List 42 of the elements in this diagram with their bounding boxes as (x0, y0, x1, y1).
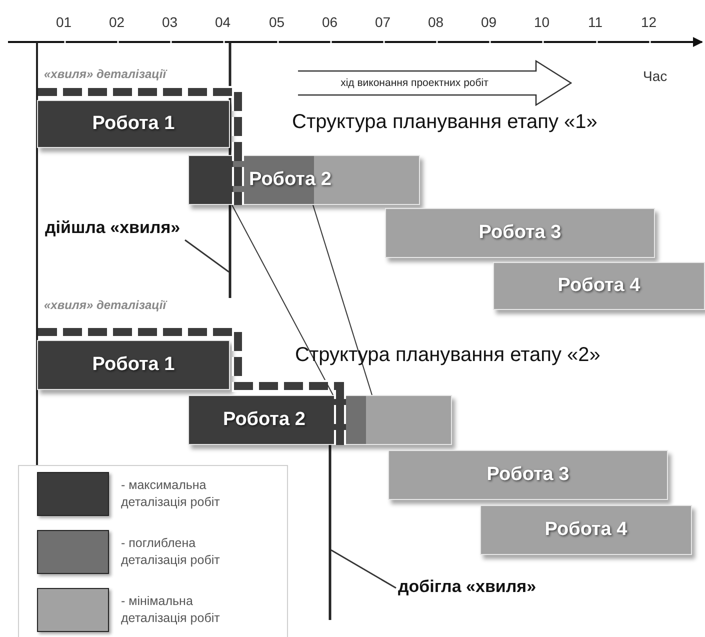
work-bar (385, 208, 655, 258)
work-label: Робота 3 (486, 464, 570, 486)
tick-label: 08 (428, 14, 444, 30)
work-bar (188, 395, 452, 445)
axis-label: Час (643, 68, 668, 84)
work-bar (480, 505, 692, 555)
work-label: Робота 3 (478, 222, 562, 244)
wave-caption: «хвиля» деталізації (44, 67, 166, 81)
wave-note: дійшла «хвиля» (45, 218, 180, 238)
work-bar (188, 155, 420, 205)
tick-label: 05 (269, 14, 285, 30)
stage-title: Структура планування етапу «1» (292, 111, 598, 134)
legend-text: - мінімальна деталізація робіт (121, 593, 221, 627)
tick-label: 02 (109, 14, 125, 30)
work-label: Робота 2 (249, 169, 332, 191)
tick-label: 09 (481, 14, 497, 30)
legend-text: - поглиблена деталізація робіт (121, 535, 221, 569)
work-label: Робота 1 (92, 113, 175, 135)
work-label: Робота 1 (92, 354, 175, 376)
wave-caption: «хвиля» деталізації (44, 298, 166, 312)
work-label: Робота 2 (223, 409, 306, 431)
tick-label: 06 (322, 14, 338, 30)
legend-text: - максимальна деталізація робіт (121, 477, 221, 511)
tick-label: 04 (215, 14, 231, 30)
work-bar (37, 340, 230, 390)
tick-label: 01 (56, 14, 72, 30)
leader-line (184, 239, 230, 273)
arrow-text: хід виконання проектних робіт (340, 77, 490, 89)
work-bar (493, 262, 705, 310)
tick-label: 12 (641, 14, 657, 30)
tick-label: 03 (162, 14, 178, 30)
work-bar (388, 450, 668, 500)
work-label: Робота 4 (544, 519, 628, 541)
tick-label: 11 (588, 14, 603, 30)
tick-label: 10 (534, 14, 550, 30)
wave-note: добігла «хвиля» (398, 577, 536, 597)
work-bar (37, 100, 230, 148)
block-arrow (297, 60, 572, 106)
work-label: Робота 4 (558, 275, 640, 297)
projection-line (232, 204, 334, 396)
tick-label: 07 (375, 14, 391, 30)
leader-line (330, 549, 396, 589)
